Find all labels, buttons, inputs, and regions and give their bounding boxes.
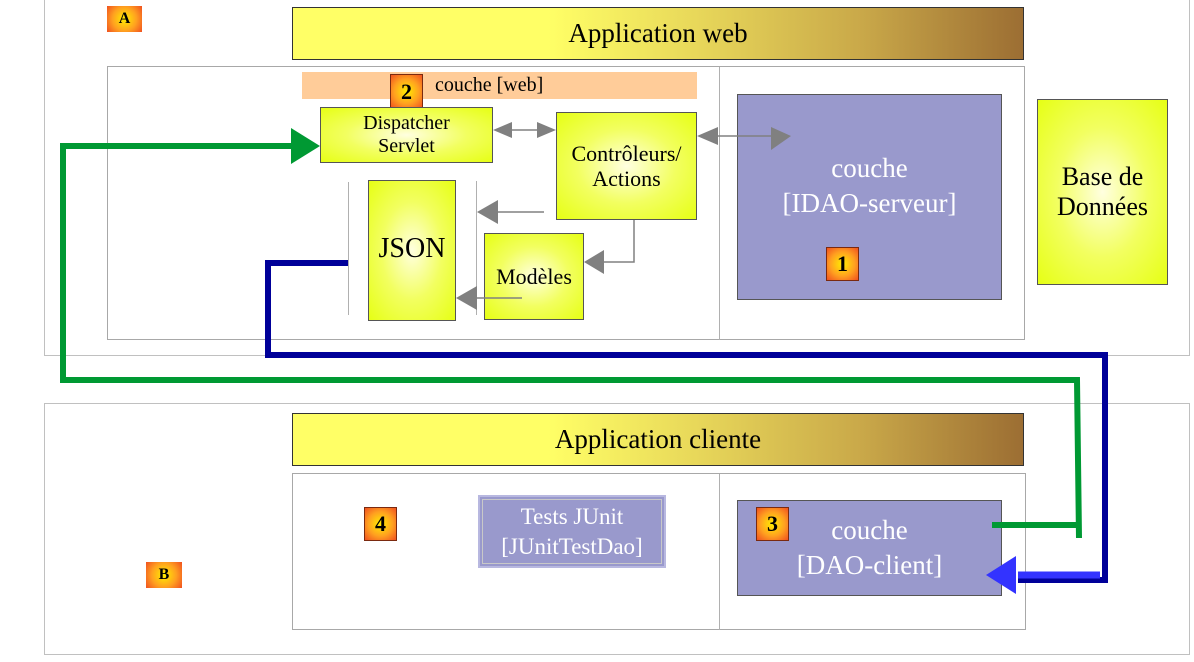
dao-client-line1: couche [831, 514, 908, 545]
controllers-line2: Actions [592, 166, 661, 191]
dao-client-badge: 3 [756, 507, 789, 541]
panel-b-label: B [146, 562, 182, 588]
tests-badge: 4 [364, 507, 397, 541]
web-layer-badge: 2 [390, 74, 423, 109]
web-layer-strip [302, 72, 697, 99]
controllers-box[interactable]: Contrôleurs/ Actions [556, 112, 697, 220]
tests-line2: [JUnitTestDao] [501, 533, 643, 559]
tests-line1: Tests JUnit [520, 503, 624, 529]
models-label: Modèles [496, 263, 572, 289]
json-right-guide [476, 181, 477, 315]
database-line2: Données [1057, 192, 1148, 221]
json-left-guide [348, 182, 349, 315]
database-line1: Base de [1061, 162, 1144, 192]
dao-client-line2: [DAO-client] [796, 550, 943, 580]
tests-junit-box[interactable]: Tests JUnit [JUnitTestDao] [478, 495, 666, 568]
web-layer-label: couche [web] [435, 74, 544, 96]
client-app-divider [719, 474, 720, 630]
controllers-line1: Contrôleurs/ [571, 140, 682, 166]
dao-server-line2: [IDAO-serveur] [782, 188, 957, 218]
json-label: JSON [378, 233, 446, 264]
json-box[interactable]: JSON [368, 180, 456, 321]
dispatcher-line1: Dispatcher [363, 112, 450, 134]
models-box[interactable]: Modèles [484, 233, 584, 320]
dao-server-box[interactable]: couche [IDAO-serveur] [737, 94, 1002, 300]
web-app-title: Application web [292, 7, 1024, 60]
database-box[interactable]: Base de Données [1037, 99, 1168, 285]
dao-server-line1: couche [831, 152, 908, 183]
dispatcher-line2: Servlet [378, 135, 435, 157]
client-app-title: Application cliente [292, 413, 1024, 466]
web-app-divider [719, 67, 720, 340]
dispatcher-servlet-box[interactable]: Dispatcher Servlet [320, 107, 493, 163]
dao-server-badge: 1 [826, 247, 859, 281]
panel-a-label: A [107, 6, 142, 32]
